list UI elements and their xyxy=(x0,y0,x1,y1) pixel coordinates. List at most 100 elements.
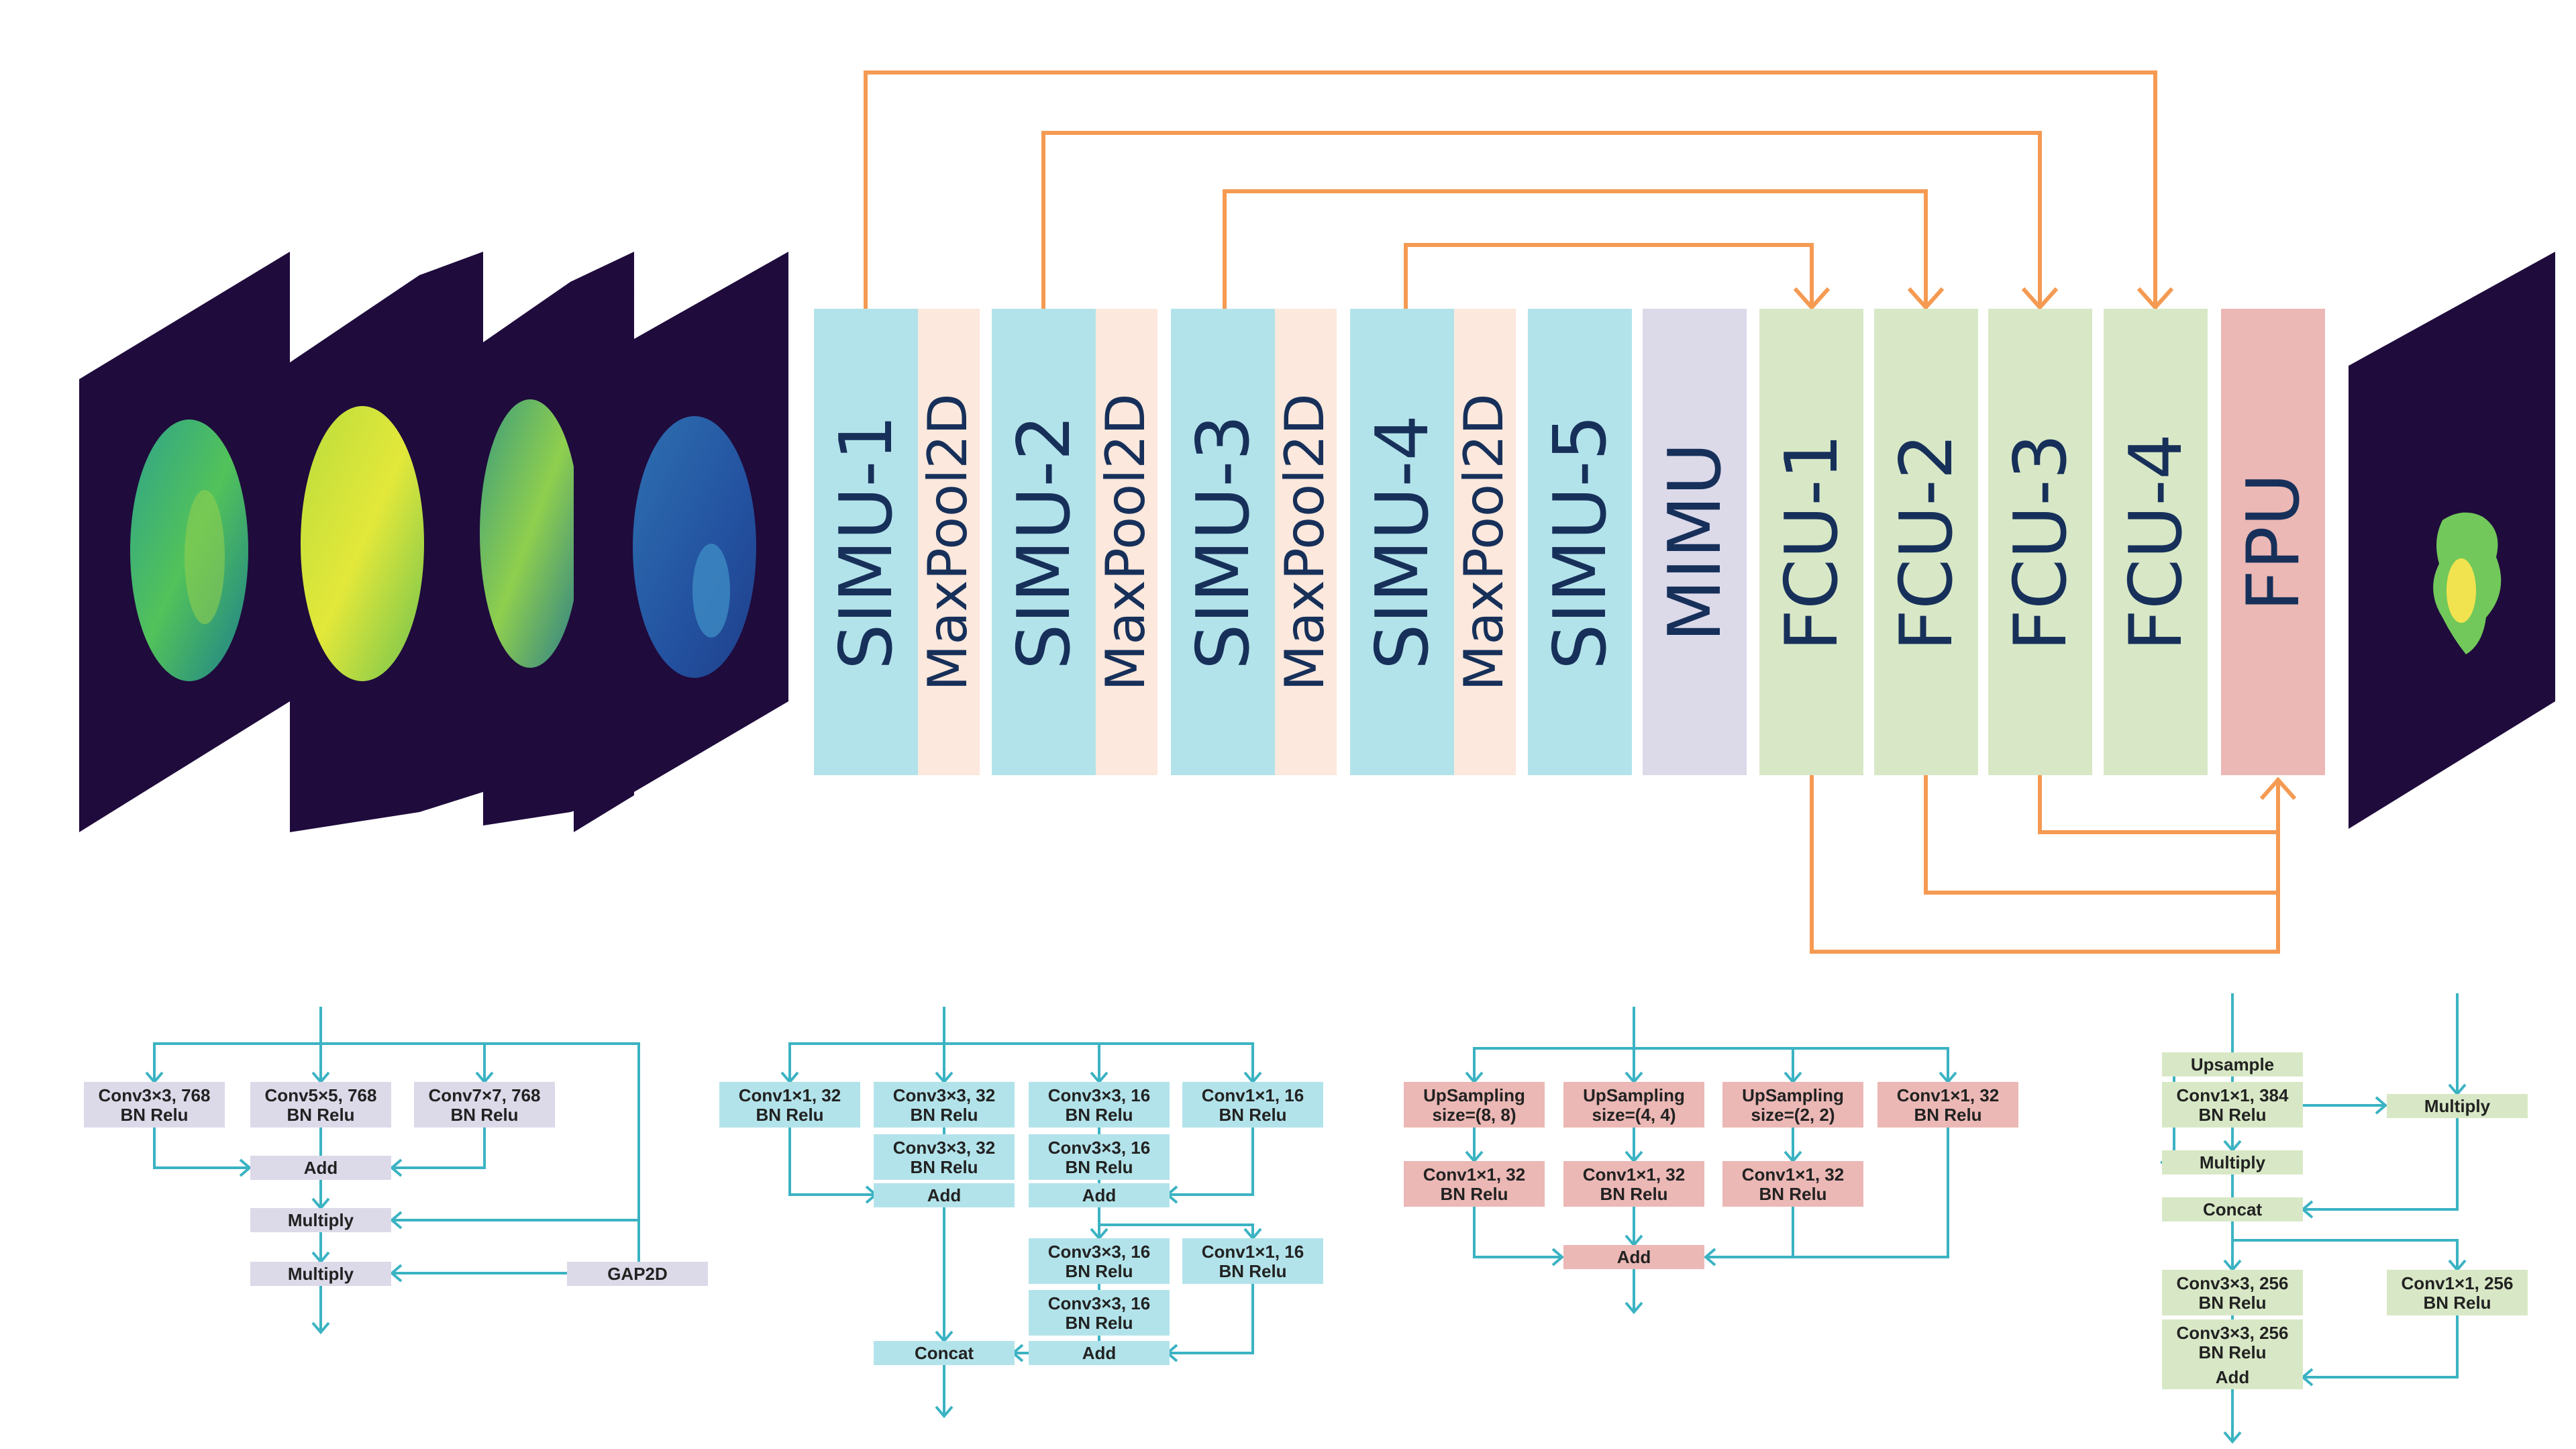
d2-conv16d-label: Conv3×3, 16 xyxy=(1048,1293,1150,1313)
d3-conv1b-bn: BN Relu xyxy=(1600,1184,1667,1204)
detail-diagram-1: Conv3×3, 768 BN Relu Conv5×5, 768 BN Rel… xyxy=(84,1007,708,1335)
d4-conv3b-label: Conv3×3, 256 xyxy=(2177,1323,2289,1343)
d1-conv3-bn: BN Relu xyxy=(120,1105,188,1125)
d1-multiply-1: Multiply xyxy=(288,1210,354,1230)
d3-conv1a-bn: BN Relu xyxy=(1440,1184,1508,1204)
d3-conv1b-label: Conv1×1, 32 xyxy=(1583,1164,1685,1185)
d2-concat: Concat xyxy=(915,1343,974,1363)
simu-3-block xyxy=(1171,309,1275,775)
simu-1-block xyxy=(814,309,918,775)
d2-conv1b-label: Conv1×1, 16 xyxy=(1202,1085,1304,1105)
maxpool-2-label: MaxPool2D xyxy=(1094,393,1157,691)
d2-conv16b-bn: BN Relu xyxy=(1065,1157,1133,1177)
fcu-4-block xyxy=(2104,309,2208,775)
d3-conv1c-bn: BN Relu xyxy=(1759,1184,1826,1204)
d2-conv3b-label: Conv3×3, 32 xyxy=(893,1138,995,1158)
d4-upsample: Upsample xyxy=(2191,1054,2274,1075)
mri-slice-1 xyxy=(79,252,290,832)
maxpool-3-label: MaxPool2D xyxy=(1274,393,1336,691)
fcu-3-label: FCU-3 xyxy=(1999,434,2083,651)
fpu-block xyxy=(2221,309,2325,775)
d2-conv1a-bn: BN Relu xyxy=(756,1105,823,1125)
d3-up2-label: UpSampling xyxy=(1742,1085,1844,1105)
simu-4-block xyxy=(1350,309,1454,775)
d2-add-2: Add xyxy=(1082,1185,1117,1205)
simu-5-block xyxy=(1528,309,1632,775)
d1-add: Add xyxy=(304,1158,338,1178)
d4-conv1-label: Conv1×1, 384 xyxy=(2177,1085,2289,1105)
maxpool-4-label: MaxPool2D xyxy=(1453,393,1515,691)
fcu-2-block xyxy=(1874,309,1978,775)
d4-conv1r-label: Conv1×1, 256 xyxy=(2402,1273,2514,1293)
d2-conv1c-label: Conv1×1, 16 xyxy=(1202,1242,1304,1262)
d3-up2-size: size=(2, 2) xyxy=(1751,1105,1835,1125)
maxpool-2-block xyxy=(1096,309,1157,775)
pipeline: SIMU-1 SIMU-2 SIMU-3 SIMU-4 SIMU-5 MIMU … xyxy=(814,309,2325,775)
d2-add-1: Add xyxy=(927,1185,962,1205)
d1-multiply-2: Multiply xyxy=(288,1264,354,1284)
simu-5-label: SIMU-5 xyxy=(1539,415,1622,670)
d2-conv1c-bn: BN Relu xyxy=(1219,1261,1286,1281)
d2-conv16c-bn: BN Relu xyxy=(1065,1261,1133,1281)
d3-conv1a-label: Conv1×1, 32 xyxy=(1423,1164,1525,1185)
d2-conv3a-label: Conv3×3, 32 xyxy=(893,1085,995,1105)
simu-2-block xyxy=(992,309,1096,775)
d1-gap2d: GAP2D xyxy=(607,1264,668,1284)
skip-arrowheads-top xyxy=(1793,287,2174,311)
mri-slice-2 xyxy=(290,252,483,832)
maxpool-3-block xyxy=(1275,309,1337,775)
d3-conv1top-label: Conv1×1, 32 xyxy=(1897,1085,1999,1105)
d3-up4-size: size=(4, 4) xyxy=(1592,1105,1676,1125)
simu-2-label: SIMU-2 xyxy=(1002,415,1086,670)
d2-conv16a-bn: BN Relu xyxy=(1065,1105,1133,1125)
simu-4-label: SIMU-4 xyxy=(1361,415,1445,670)
maxpool-4-block xyxy=(1454,309,1516,775)
maxpool-1-label: MaxPool2D xyxy=(917,393,979,691)
d2-conv16a-label: Conv3×3, 16 xyxy=(1048,1085,1150,1105)
fcu-1-block xyxy=(1759,309,1863,775)
maxpool-1-block xyxy=(918,309,980,775)
simu-1-label: SIMU-1 xyxy=(825,415,909,670)
d1-conv7-bn: BN Relu xyxy=(450,1105,518,1125)
d1-conv5-bn: BN Relu xyxy=(287,1105,354,1125)
fcu-2-label: FCU-2 xyxy=(1885,434,1969,651)
detail-diagram-2: Conv1×1, 32 BN Relu Conv3×3, 32 BN Relu … xyxy=(719,1007,1323,1419)
d2-conv3a-bn: BN Relu xyxy=(910,1105,978,1125)
input-mri-stack xyxy=(79,252,788,832)
mimu-label: MIMU xyxy=(1653,442,1737,642)
mimu-block xyxy=(1643,309,1747,775)
mri-slice-4 xyxy=(574,252,788,832)
d4-add: Add xyxy=(2216,1367,2250,1387)
d3-conv1top-bn: BN Relu xyxy=(1914,1105,1981,1125)
d4-conv1-bn: BN Relu xyxy=(2198,1105,2266,1125)
d2-conv1b-bn: BN Relu xyxy=(1219,1105,1286,1125)
d3-conv1c-label: Conv1×1, 32 xyxy=(1742,1164,1844,1185)
d4-concat: Concat xyxy=(2203,1199,2262,1219)
d4-conv3b-bn: BN Relu xyxy=(2198,1342,2266,1362)
d4-multiply-right: Multiply xyxy=(2424,1096,2491,1116)
d2-conv1a-label: Conv1×1, 32 xyxy=(739,1085,841,1105)
d3-add: Add xyxy=(1617,1247,1651,1267)
d1-conv3-label: Conv3×3, 768 xyxy=(99,1085,211,1105)
detail-diagram-4: Upsample Conv1×1, 384 BN Relu Multiply M… xyxy=(2159,993,2528,1444)
d3-up8-size: size=(8, 8) xyxy=(1432,1105,1516,1125)
d4-conv1r-bn: BN Relu xyxy=(2423,1293,2491,1313)
d3-up4-label: UpSampling xyxy=(1583,1085,1685,1105)
d4-multiply-left: Multiply xyxy=(2200,1152,2266,1172)
d3-up8-label: UpSampling xyxy=(1423,1085,1525,1105)
d2-add-3: Add xyxy=(1082,1343,1117,1363)
d2-conv16c-label: Conv3×3, 16 xyxy=(1048,1242,1150,1262)
detail-diagram-3: UpSampling size=(8, 8) UpSampling size=(… xyxy=(1404,1007,2018,1315)
d4-conv3a-bn: BN Relu xyxy=(2198,1293,2266,1313)
d1-conv5-label: Conv5×5, 768 xyxy=(265,1085,377,1105)
d4-conv3a-label: Conv3×3, 256 xyxy=(2177,1273,2289,1293)
fcu-1-label: FCU-1 xyxy=(1770,434,1854,651)
fcu-3-block xyxy=(1988,309,2092,775)
skip-connections-top xyxy=(864,70,2157,309)
output-segmentation xyxy=(2349,252,2555,829)
d2-conv16b-label: Conv3×3, 16 xyxy=(1048,1138,1150,1158)
d2-conv3b-bn: BN Relu xyxy=(910,1157,978,1177)
d2-conv16d-bn: BN Relu xyxy=(1065,1313,1133,1333)
simu-3-label: SIMU-3 xyxy=(1182,415,1266,670)
